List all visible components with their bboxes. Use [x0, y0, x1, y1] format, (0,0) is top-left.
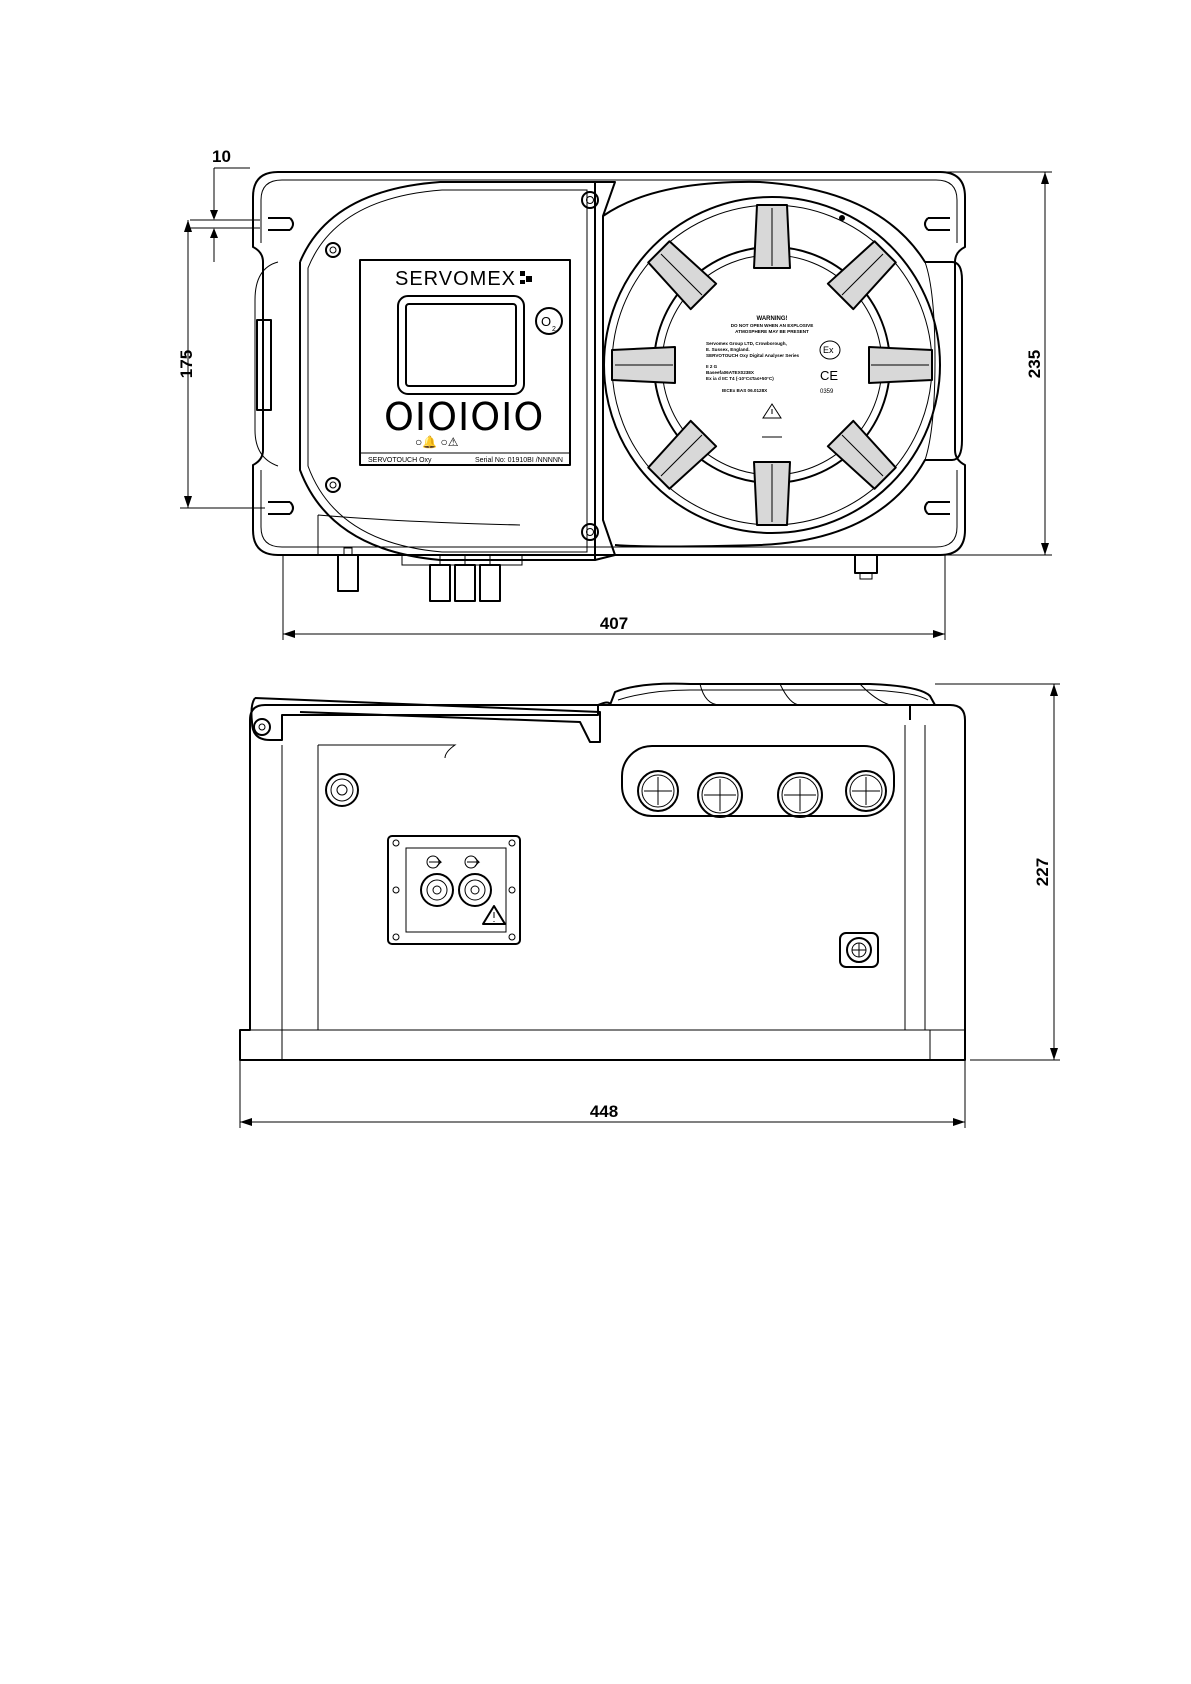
side-view	[239, 682, 966, 1061]
cable-gland-2	[697, 772, 743, 818]
display-panel: SERVOMEX O 2 OIOIOIO ○🔔 ○⚠ SERVOTOUCH Ox…	[359, 259, 571, 466]
svg-text:WARNING!: WARNING!	[757, 316, 788, 322]
mounting-slots	[268, 217, 950, 515]
cable-gland-3	[777, 772, 823, 818]
svg-text:IECEx BAS 06.0128X: IECEx BAS 06.0128X	[722, 388, 768, 393]
bottom-connectors	[317, 514, 878, 602]
svg-text:Servomex Group LTD, Crowboroug: Servomex Group LTD, Crowborough,	[706, 341, 787, 346]
dimension-10: 10	[190, 147, 260, 262]
dimension-235: 235	[940, 171, 1052, 556]
svg-text:0359: 0359	[820, 389, 834, 395]
o2-badge	[535, 307, 563, 335]
svg-text:CE: CE	[820, 368, 838, 383]
svg-text:Baseefa06ATEX0238X: Baseefa06ATEX0238X	[706, 370, 755, 375]
lcd-screen	[397, 295, 525, 395]
svg-text:2: 2	[552, 326, 556, 333]
svg-text:SERVOTOUCH Oxy Digital Analyse: SERVOTOUCH Oxy Digital Analyser Series	[706, 353, 800, 358]
warning-triangle-icon	[762, 403, 782, 419]
brand-name: SERVOMEX	[395, 268, 516, 290]
svg-text:235: 235	[1025, 350, 1044, 378]
gas-connection-plate	[387, 835, 521, 945]
caution-triangle-icon	[482, 905, 506, 925]
serial-number: Serial No: 01910BI /NNNNN	[475, 457, 563, 464]
dimension-448: 448	[239, 1060, 966, 1128]
svg-text:10: 10	[212, 147, 231, 166]
dimension-175: 175	[177, 220, 265, 509]
side-body-outline	[239, 704, 966, 1061]
cable-gland-4	[845, 770, 887, 812]
circular-cover: WARNING! DO NOT OPEN WHEN AN EXPLOSIVE A…	[602, 180, 963, 548]
svg-text:448: 448	[590, 1102, 618, 1121]
svg-text:227: 227	[1033, 858, 1052, 886]
svg-text:407: 407	[600, 614, 628, 633]
svg-text:Ex: Ex	[823, 345, 834, 355]
svg-text:Ex ia d IIC T4 (-10°C≤Ta≤+50°C: Ex ia d IIC T4 (-10°C≤Ta≤+50°C)	[706, 376, 774, 381]
front-view: SERVOMEX O 2 OIOIOIO ○🔔 ○⚠ SERVOTOUCH Ox…	[252, 171, 966, 602]
product-name: SERVOTOUCH Oxy	[368, 457, 432, 464]
svg-text:ATMOSPHERE MAY BE PRESENT: ATMOSPHERE MAY BE PRESENT	[735, 329, 809, 334]
status-marks: ○🔔 ○⚠	[415, 435, 459, 449]
svg-text:E. Sussex, England.: E. Sussex, England.	[706, 347, 750, 352]
svg-text:DO NOT OPEN WHEN AN EXPLOSIVE: DO NOT OPEN WHEN AN EXPLOSIVE	[731, 323, 814, 328]
rating-label: WARNING! DO NOT OPEN WHEN AN EXPLOSIVE A…	[706, 316, 841, 438]
door-screws	[325, 191, 599, 541]
cover-lobes	[611, 204, 933, 526]
hinge-pin	[253, 718, 271, 736]
gas-outlet-port	[458, 855, 492, 907]
dimension-407: 407	[282, 555, 946, 640]
svg-text:II 2 G: II 2 G	[706, 364, 718, 369]
left-handle	[256, 319, 272, 411]
brand-logo-icon	[520, 271, 532, 284]
svg-text:175: 175	[177, 350, 196, 378]
breather-fitting	[325, 773, 359, 807]
dimension-lines: 10 175 235 407 227	[177, 147, 1060, 1128]
svg-text:O: O	[541, 314, 551, 329]
cable-gland-1	[637, 770, 679, 812]
cable-gland-plate	[621, 745, 895, 818]
dimension-227: 227	[935, 683, 1060, 1061]
cover-top	[609, 682, 936, 706]
status-leds: OIOIOIO	[384, 395, 544, 439]
front-door-left	[299, 181, 596, 561]
gas-inlet-port	[420, 855, 454, 907]
earth-terminal	[839, 932, 879, 968]
ex-mark-icon	[819, 340, 841, 360]
